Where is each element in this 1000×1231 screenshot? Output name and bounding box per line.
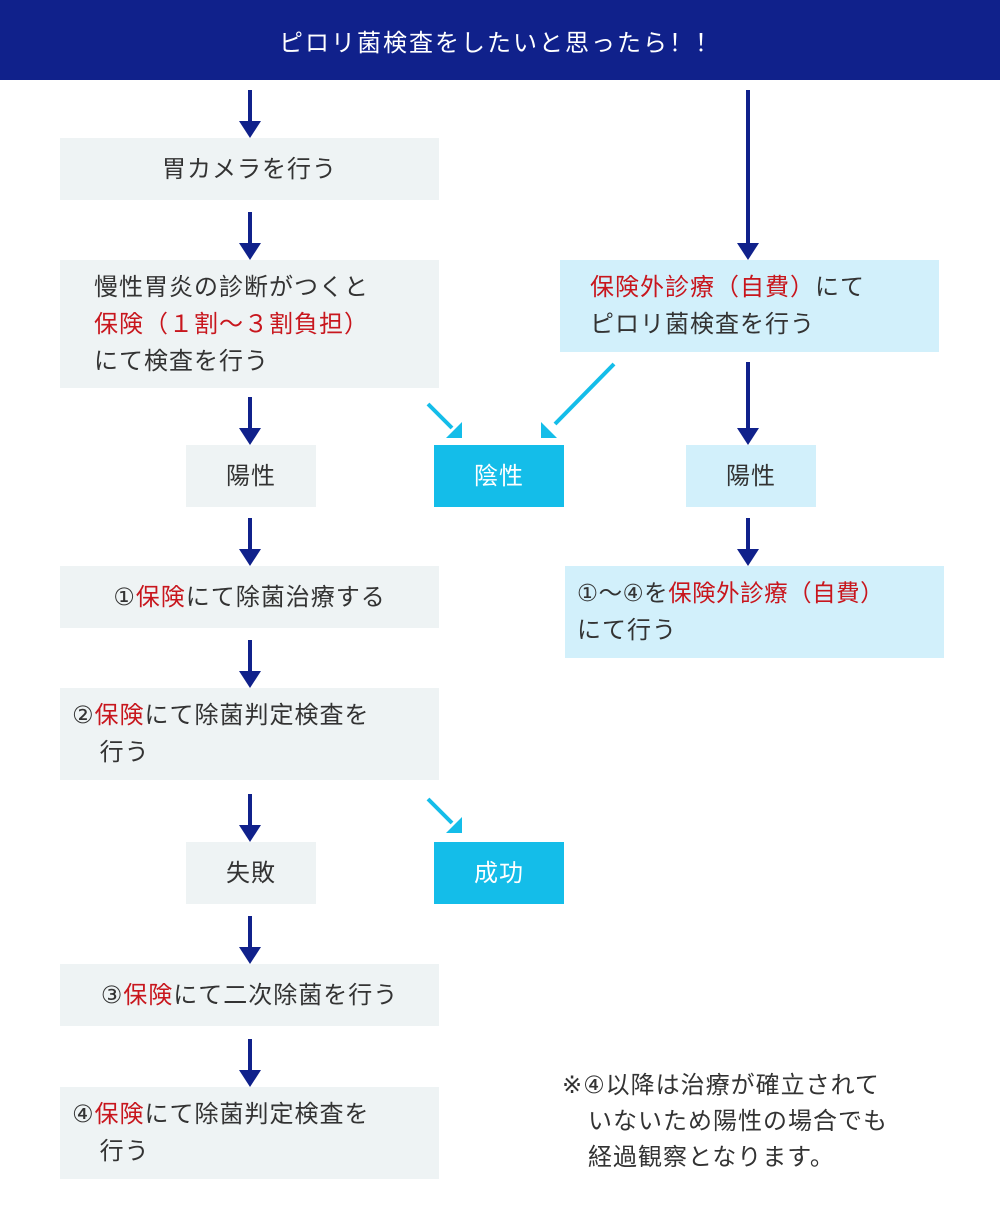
positive-box-left: 陽性 bbox=[186, 445, 316, 507]
failure-text: 失敗 bbox=[226, 858, 276, 887]
step1-box: ①保険にて除菌治療する bbox=[60, 566, 439, 628]
self-pay-treatment-red: 保険外診療（自費） bbox=[668, 579, 885, 607]
self-pay-treatment-line2: にて行う bbox=[577, 616, 677, 644]
success-box: 成功 bbox=[434, 842, 564, 904]
step2-rest: にて除菌判定検査を bbox=[144, 701, 370, 729]
arrow-to-gastroscopy bbox=[239, 90, 261, 138]
step4-box: ④保険にて除菌判定検査を 行う bbox=[60, 1087, 439, 1179]
step2-box: ②保険にて除菌判定検査を 行う bbox=[60, 688, 439, 780]
step1-text: ①保険にて除菌治療する bbox=[113, 579, 386, 616]
diagnosis-insurance-line: 保険（１割〜３割負担） bbox=[94, 309, 369, 338]
arrow-to-positive-right bbox=[737, 362, 759, 445]
arrow-step2-to-success bbox=[426, 797, 462, 833]
arrow-to-failure bbox=[239, 794, 261, 842]
diagnosis-line1: 慢性胃炎の診断がつくと bbox=[94, 272, 369, 301]
page-title: ピロリ菌検査をしたいと思ったら！！ bbox=[279, 28, 721, 57]
self-pay-test-red: 保険外診療（自費） bbox=[590, 273, 815, 301]
diagnosis-line3: にて検査を行う bbox=[94, 346, 269, 375]
diagnosis-box: 慢性胃炎の診断がつくと 保険（１割〜３割負担） にて検査を行う bbox=[60, 260, 439, 388]
step3-rest: にて二次除菌を行う bbox=[173, 980, 399, 1009]
self-pay-treatment-box: ①〜④を保険外診療（自費） にて行う bbox=[565, 566, 944, 658]
positive-right-text: 陽性 bbox=[726, 461, 776, 490]
step3-box: ③保険にて二次除菌を行う bbox=[60, 964, 439, 1026]
footnote-line2: いないため陽性の場合でも bbox=[588, 1107, 888, 1135]
self-pay-treatment-prefix: ①〜④を bbox=[577, 579, 669, 607]
step3-insurance: 保険 bbox=[123, 980, 174, 1009]
step3-text: ③保険にて二次除菌を行う bbox=[101, 977, 399, 1014]
step4-rest: にて除菌判定検査を bbox=[144, 1100, 370, 1128]
step1-rest: にて除菌治療する bbox=[185, 582, 386, 611]
negative-box: 陰性 bbox=[434, 445, 564, 507]
self-pay-test-line2: ピロリ菌検査を行う bbox=[590, 310, 815, 338]
step3-number: ③ bbox=[100, 980, 124, 1009]
step2-insurance: 保険 bbox=[94, 701, 145, 729]
step4-line1: ④保険にて除菌判定検査を bbox=[72, 1096, 439, 1133]
step2-line1: ②保険にて除菌判定検査を bbox=[72, 697, 439, 734]
positive-left-text: 陽性 bbox=[226, 461, 276, 490]
success-text: 成功 bbox=[474, 858, 524, 887]
arrow-to-step3 bbox=[239, 916, 261, 964]
arrow-to-step4 bbox=[239, 1039, 261, 1087]
footnote-line3: 経過観察となります。 bbox=[588, 1143, 835, 1171]
arrow-to-positive-left bbox=[239, 397, 261, 445]
self-pay-test-rest: にて bbox=[815, 273, 865, 301]
page-title-banner: ピロリ菌検査をしたいと思ったら！！ bbox=[0, 0, 1000, 80]
arrow-diagnosis-to-negative bbox=[426, 402, 462, 438]
self-pay-test-box: 保険外診療（自費）にて ピロリ菌検査を行う bbox=[560, 260, 939, 352]
negative-text: 陰性 bbox=[474, 461, 524, 490]
self-pay-treatment-line1: ①〜④を保険外診療（自費） bbox=[577, 575, 944, 612]
arrow-to-self-pay-test bbox=[737, 90, 759, 260]
arrow-to-step1 bbox=[239, 518, 261, 566]
step1-number: ① bbox=[113, 582, 136, 611]
step4-line2: 行う bbox=[99, 1137, 150, 1165]
positive-box-right: 陽性 bbox=[686, 445, 816, 507]
gastroscopy-box: 胃カメラを行う bbox=[60, 138, 439, 200]
step1-insurance: 保険 bbox=[135, 582, 186, 611]
step4-insurance: 保険 bbox=[94, 1100, 145, 1128]
arrow-to-diagnosis bbox=[239, 212, 261, 260]
arrow-self-pay-to-negative bbox=[541, 362, 616, 438]
arrow-to-self-pay-treatment bbox=[737, 518, 759, 566]
failure-box: 失敗 bbox=[186, 842, 316, 904]
step4-number: ④ bbox=[72, 1100, 95, 1128]
gastroscopy-text: 胃カメラを行う bbox=[162, 154, 337, 183]
step2-number: ② bbox=[72, 701, 95, 729]
arrow-to-step2 bbox=[239, 640, 261, 688]
footnote: ※④以降は治療が確立されて いないため陽性の場合でも 経過観察となります。 bbox=[562, 1067, 982, 1175]
self-pay-test-line1: 保険外診療（自費）にて bbox=[590, 269, 939, 306]
footnote-line1: ※④以降は治療が確立されて bbox=[562, 1071, 880, 1099]
step2-line2: 行う bbox=[99, 738, 150, 766]
